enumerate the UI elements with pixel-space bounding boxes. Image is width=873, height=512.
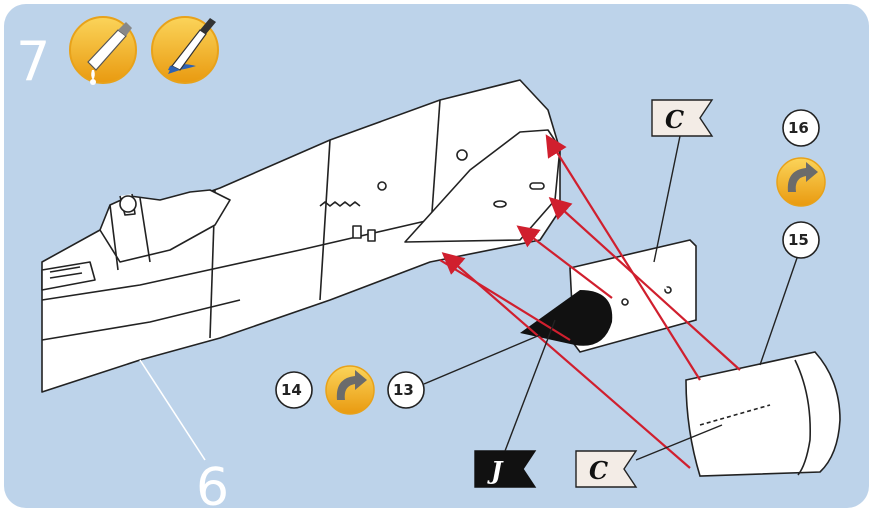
flag-j-label: J bbox=[487, 456, 504, 485]
rotate-icon-secondary bbox=[325, 365, 375, 415]
svg-text:16: 16 bbox=[788, 119, 809, 137]
part-13-label: 13 bbox=[387, 334, 541, 409]
step-number: 7 bbox=[16, 30, 50, 93]
svg-text:15: 15 bbox=[788, 231, 809, 249]
nose-section-part bbox=[685, 351, 841, 477]
assembly-arrows bbox=[439, 134, 741, 469]
glue-bottle-icon bbox=[69, 16, 137, 85]
part-15-label: 15 bbox=[759, 221, 820, 366]
svg-text:14: 14 bbox=[281, 381, 302, 399]
rotate-icon bbox=[776, 157, 826, 207]
callout-number: 6 bbox=[196, 458, 229, 512]
callout-leader bbox=[139, 359, 206, 461]
part-14-label: 14 bbox=[275, 371, 313, 409]
flag-c-bottom-label: C bbox=[589, 456, 608, 485]
flag-j: J bbox=[474, 319, 556, 488]
paint-brush-icon bbox=[151, 16, 219, 84]
svg-text:13: 13 bbox=[393, 381, 414, 399]
fuselage-drawing bbox=[41, 79, 561, 393]
black-cone-part bbox=[520, 290, 613, 346]
flag-c-top: C bbox=[651, 99, 714, 263]
flag-c-bottom: C bbox=[575, 424, 723, 488]
flag-c-top-label: C bbox=[665, 105, 684, 134]
part-16-label: 16 bbox=[782, 109, 820, 147]
